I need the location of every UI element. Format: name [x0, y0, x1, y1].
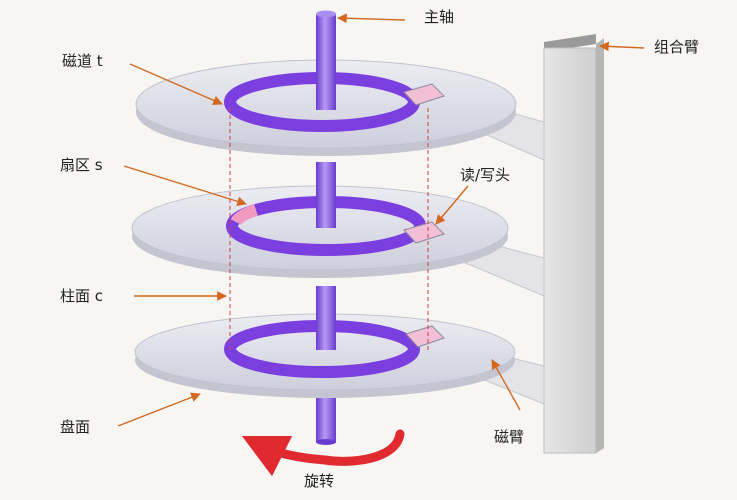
head-middle — [403, 221, 445, 244]
spindle — [316, 10, 336, 350]
arrow-platter — [117, 392, 201, 427]
label-sector: 扇区 s — [60, 156, 103, 174]
arrow-track — [129, 63, 223, 105]
arrow-arm-assembly — [599, 41, 645, 52]
head-top — [403, 83, 445, 106]
rotation-arrow — [241, 429, 405, 477]
sector-highlight — [230, 204, 258, 226]
arrow-head-arm — [491, 359, 521, 411]
label-spindle: 主轴 — [424, 8, 455, 26]
label-rotation: 旋转 — [304, 472, 335, 490]
label-cylinder: 柱面 c — [60, 287, 104, 305]
arrow-spindle — [337, 13, 406, 24]
label-track: 磁道 t — [62, 52, 103, 70]
label-head-arm: 磁臂 — [494, 428, 525, 446]
arrow-head — [435, 185, 469, 225]
cylinder-guides — [229, 108, 429, 350]
label-read-write-head: 读/写头 — [460, 166, 511, 184]
pointer-arrows — [117, 13, 645, 427]
head-bottom — [405, 325, 445, 348]
arrow-sector — [123, 165, 247, 207]
arm-assembly-column — [543, 34, 604, 454]
label-platter: 盘面 — [60, 418, 91, 436]
label-arm-assembly: 组合臂 — [654, 38, 700, 56]
